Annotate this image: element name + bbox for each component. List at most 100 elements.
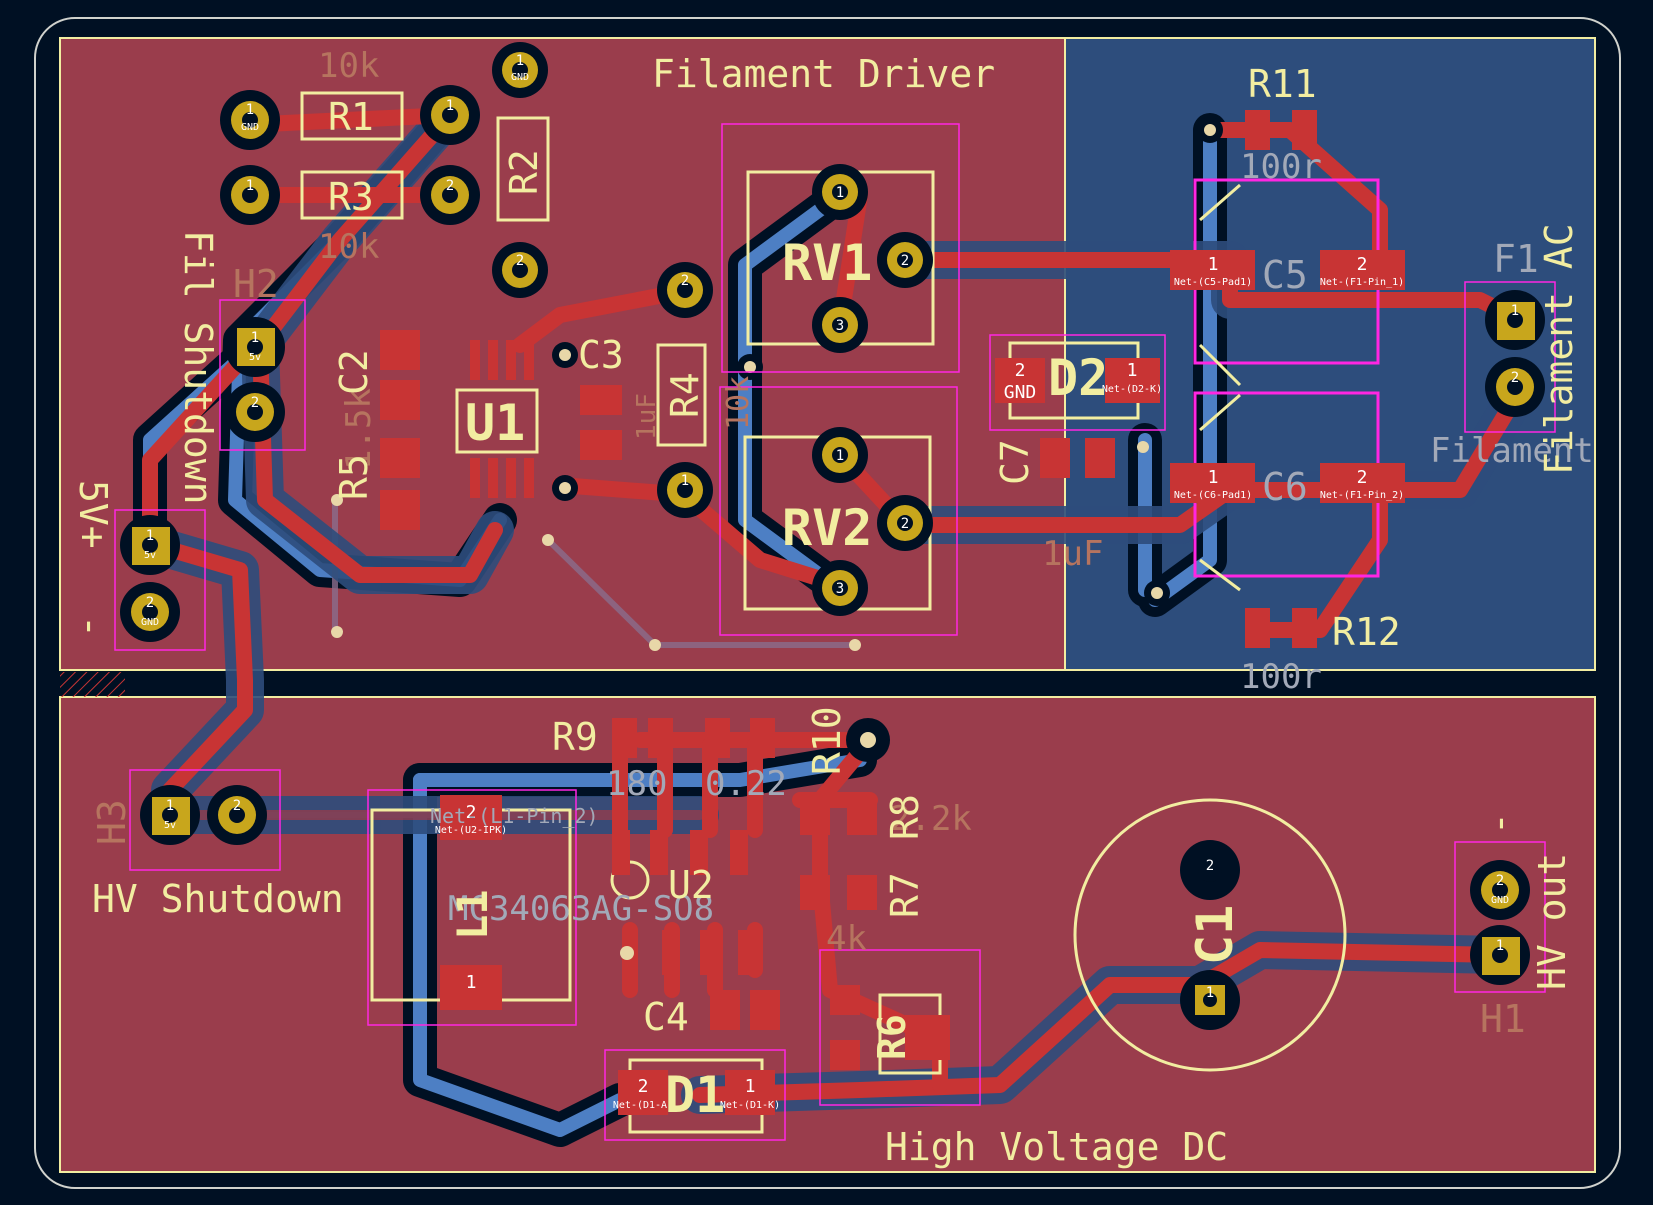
pad-number: 2: [1511, 370, 1519, 386]
pad-number: 1: [836, 448, 844, 464]
pad-number: 1: [246, 102, 254, 118]
filament-driver-title: Filament Driver: [652, 52, 995, 96]
ref-rv2: RV2: [782, 499, 872, 557]
r1-fab-value: 10k: [318, 46, 379, 86]
courtyards: [114, 123, 1556, 1141]
pad-number: 2: [901, 253, 909, 269]
pad-net-label: Net-(F1-Pin_1): [1320, 277, 1404, 288]
ref-r10: R10: [805, 706, 849, 775]
back-copper-traces[interactable]: [133, 98, 1227, 1147]
ref-r5: R5: [332, 454, 376, 500]
pad-number: 1: [251, 330, 259, 346]
ref-c3: C3: [578, 333, 624, 377]
pad-number: 2: [1015, 360, 1026, 381]
smd-pads[interactable]: [380, 110, 1405, 1115]
ref-c6: C6: [1262, 465, 1308, 509]
pad-number: 2: [446, 178, 454, 194]
pad-net-label: Net-(F1-Pin_2): [1320, 490, 1404, 501]
tht-pads[interactable]: [120, 42, 1545, 1030]
zone-keepout-hatch: [60, 672, 125, 697]
pad-net-label: GND: [1491, 895, 1509, 906]
pad-number: 1: [246, 178, 254, 194]
pad-number: 2: [146, 595, 154, 611]
ref-l1: L1: [448, 889, 497, 940]
pad-number: 1: [745, 1076, 756, 1097]
pad-net-label: Net-(C5-Pad1): [1174, 277, 1252, 288]
pad-number: 2: [681, 273, 689, 289]
r3-fab-value: 10k: [318, 227, 379, 267]
pad-number: 2: [1357, 254, 1368, 275]
pad-net-label: Net-(D2-K): [1102, 384, 1162, 395]
r12-fab-value: 100r: [1240, 657, 1322, 697]
ref-r11: R11: [1248, 62, 1317, 106]
ref-r1: R1: [328, 95, 374, 139]
vias[interactable]: [331, 117, 1223, 960]
ref-h3: H3: [90, 799, 134, 845]
board-edge: [34, 17, 1621, 1189]
pad-net-label: 5v: [144, 550, 156, 561]
pad-number: 1: [836, 185, 844, 201]
ref-d2: D2: [1048, 349, 1108, 407]
pad-net-label: GND: [1004, 382, 1037, 403]
pad-number: 1: [146, 528, 154, 544]
pad-net-label: GND: [141, 617, 159, 628]
pad-number: 1: [1208, 254, 1219, 275]
ref-c2: C2: [332, 349, 376, 395]
pad-number: 1: [466, 972, 477, 993]
pad-number: 2: [466, 802, 477, 823]
pad-net-label: 5v: [249, 352, 261, 363]
ref-u1: U1: [465, 394, 525, 452]
pad-net-label: 5v: [164, 820, 176, 831]
pad-number: 1: [681, 473, 689, 489]
pad-net-label: Net-(U2-IPK): [435, 825, 507, 836]
pad-number: 3: [836, 581, 844, 597]
ref-r8: R8: [883, 794, 927, 840]
minus-hv-label: -: [1477, 812, 1521, 835]
c3-fab-value: 1uF: [632, 393, 662, 440]
pad-number: 2: [251, 395, 259, 411]
ref-r2: R2: [502, 149, 546, 195]
r8-fab-value: 2.2k: [890, 799, 972, 839]
minus-label: -: [69, 615, 113, 638]
pad-number: 2: [638, 1076, 649, 1097]
ref-h1: H1: [1480, 997, 1526, 1041]
ref-u2: U2: [668, 863, 714, 907]
pad-number: 2: [1496, 873, 1504, 889]
ref-c7: C7: [993, 439, 1037, 485]
pad-number: 1: [166, 798, 174, 814]
pad-number: 1: [1127, 360, 1138, 381]
hv-out-label: HV out: [1530, 853, 1574, 990]
plus-5v-label: 5V+: [71, 480, 115, 549]
r10-fab-value: 0.22: [705, 764, 787, 804]
pad-number: 2: [233, 798, 241, 814]
l1-fab-value: Net-(L1-Pin_2): [430, 804, 599, 828]
r11-fab-value: 100r: [1240, 147, 1322, 187]
pad-number: 1: [1206, 985, 1214, 1001]
pad-net-label: Net-(D1-K): [720, 1100, 780, 1111]
pad-number: 2: [901, 516, 909, 532]
pad-net-label: Net-(D1-A): [613, 1100, 673, 1111]
pad-net-label: GND: [511, 72, 529, 83]
ref-d1: D1: [665, 1066, 725, 1124]
pad-number: 1: [1511, 303, 1519, 319]
pad-number: 3: [836, 318, 844, 334]
ref-f1: F1: [1493, 237, 1539, 281]
r7-fab-value: 4k: [826, 919, 867, 959]
ref-h2: H2: [233, 262, 279, 306]
pad-net-label: GND: [241, 122, 259, 133]
fil-shutdown-label: Fil Shutdown: [176, 230, 220, 505]
r9-fab-value: 180: [606, 764, 667, 804]
pad-number: 1: [1496, 938, 1504, 954]
ref-r12: R12: [1332, 610, 1401, 654]
pad-net-label: Net-(C6-Pad1): [1174, 490, 1252, 501]
hv-shutdown-label: HV Shutdown: [92, 877, 344, 921]
ref-c4: C4: [643, 995, 689, 1039]
r4-fab-value: 10k: [721, 376, 756, 430]
u2-fab-value: MC34063AG-SO8: [448, 889, 714, 929]
filament-ac-label: Filament AC: [1537, 223, 1581, 475]
pad-number: 1: [446, 98, 454, 114]
pad-number: 2: [516, 253, 524, 269]
pad-number: 2: [1357, 467, 1368, 488]
pad-number: 2: [1206, 858, 1214, 874]
